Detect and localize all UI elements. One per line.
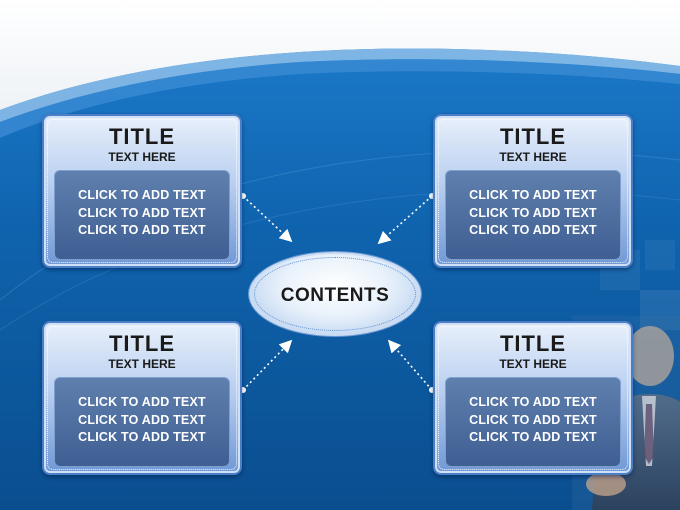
card-text-placeholder[interactable]: CLICK TO ADD TEXT CLICK TO ADD TEXT CLIC… [54,377,230,467]
card-title[interactable]: TITLE [499,331,567,356]
card-text-line[interactable]: CLICK TO ADD TEXT [78,188,206,202]
card-text-placeholder[interactable]: CLICK TO ADD TEXT CLICK TO ADD TEXT CLIC… [54,170,230,260]
card-bottom-left[interactable]: TITLE TEXT HERE CLICK TO ADD TEXT CLICK … [42,321,242,475]
card-bottom-right[interactable]: TITLE TEXT HERE CLICK TO ADD TEXT CLICK … [433,321,633,475]
card-subtitle[interactable]: TEXT HERE [499,150,567,164]
card-title[interactable]: TITLE [499,124,567,149]
connector-bottom-left [242,339,293,391]
card-top-left[interactable]: TITLE TEXT HERE CLICK TO ADD TEXT CLICK … [42,114,242,268]
connector-top-right [377,195,433,245]
card-text-line[interactable]: CLICK TO ADD TEXT [469,188,597,202]
card-text-line[interactable]: CLICK TO ADD TEXT [78,395,206,409]
card-top-right[interactable]: TITLE TEXT HERE CLICK TO ADD TEXT CLICK … [433,114,633,268]
card-subtitle[interactable]: TEXT HERE [108,357,176,371]
card-text-line[interactable]: CLICK TO ADD TEXT [78,223,206,237]
card-title[interactable]: TITLE [108,331,176,356]
connector-top-left [242,195,293,243]
card-text-line[interactable]: CLICK TO ADD TEXT [78,205,206,220]
card-text-line[interactable]: CLICK TO ADD TEXT [78,430,206,444]
center-contents-label[interactable]: CONTENTS [280,285,390,306]
card-text-placeholder[interactable]: CLICK TO ADD TEXT CLICK TO ADD TEXT CLIC… [445,377,621,467]
card-text-line[interactable]: CLICK TO ADD TEXT [469,205,597,220]
card-subtitle[interactable]: TEXT HERE [108,150,176,164]
card-text-placeholder[interactable]: CLICK TO ADD TEXT CLICK TO ADD TEXT CLIC… [445,170,621,260]
card-text-line[interactable]: CLICK TO ADD TEXT [469,223,597,237]
card-text-line[interactable]: CLICK TO ADD TEXT [78,412,206,427]
card-text-line[interactable]: CLICK TO ADD TEXT [469,412,597,427]
card-subtitle[interactable]: TEXT HERE [499,357,567,371]
card-title[interactable]: TITLE [108,124,176,149]
card-text-line[interactable]: CLICK TO ADD TEXT [469,395,597,409]
center-contents-oval[interactable]: CONTENTS [249,252,421,336]
connector-bottom-right [387,339,433,391]
card-text-line[interactable]: CLICK TO ADD TEXT [469,430,597,444]
